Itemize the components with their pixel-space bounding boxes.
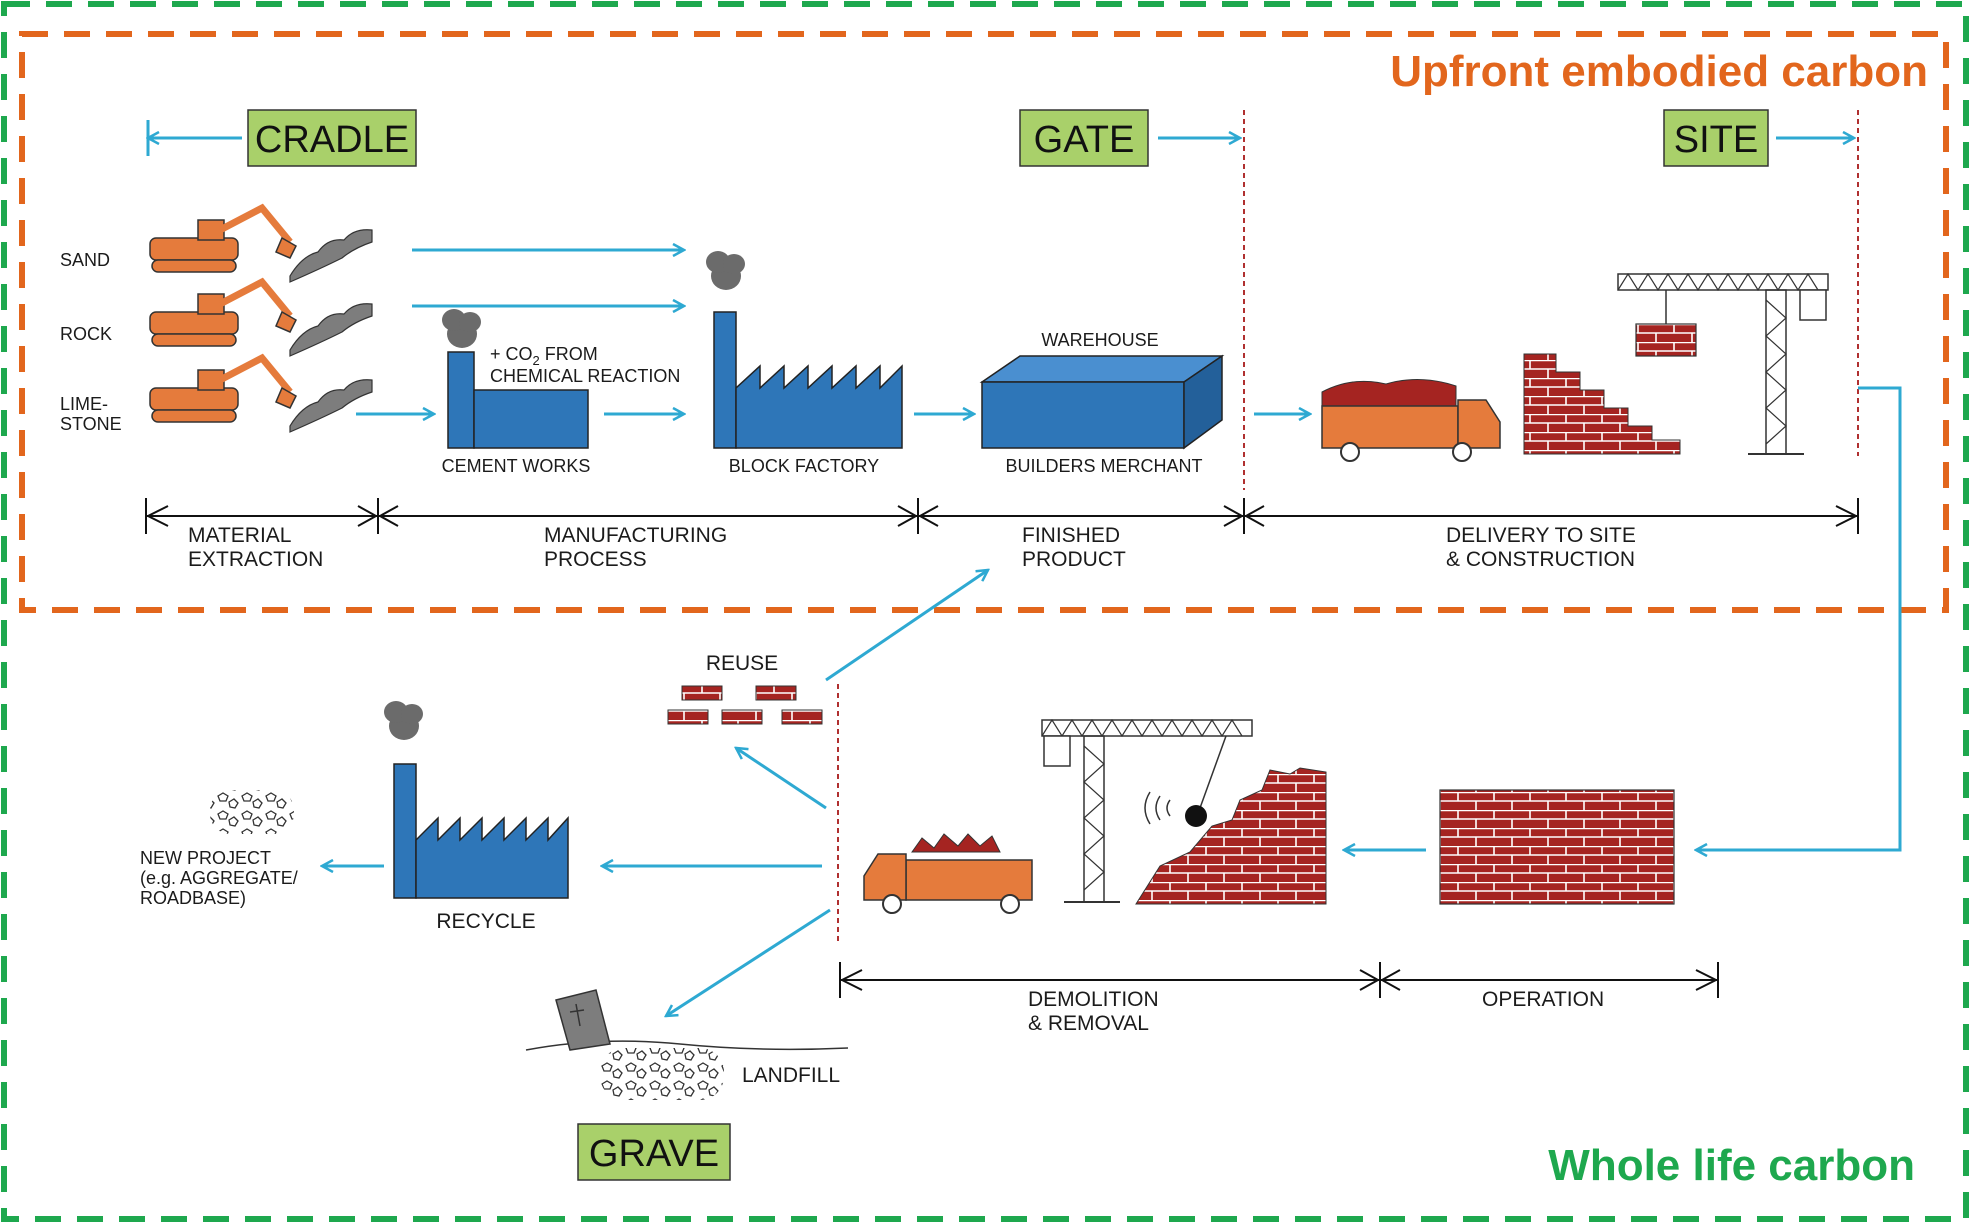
gate-tag: GATE (1019, 109, 1149, 167)
material-limestone-label-2: STONE (60, 414, 122, 434)
upfront-embodied-carbon-border (19, 31, 1949, 613)
cradle-tag-label: CRADLE (255, 119, 409, 161)
builders-merchant-label: BUILDERS MERCHANT (1005, 456, 1202, 476)
cement-works-label: CEMENT WORKS (442, 456, 591, 476)
new-project-label-2: (e.g. AGGREGATE/ (140, 868, 298, 888)
stage-delivery-construction-2: & CONSTRUCTION (1446, 548, 1635, 571)
delivery-truck-icon (1321, 378, 1501, 462)
stage-manufacturing-process-2: PROCESS (544, 548, 647, 571)
site-tag-label: SITE (1674, 119, 1758, 161)
demolished-wall-icon (1135, 767, 1327, 905)
upfront-embodied-carbon-title: Upfront embodied carbon (1390, 47, 1928, 96)
stage-delivery-construction-1: DELIVERY TO SITE (1446, 524, 1636, 547)
arrow-reuse-to-finished-product (825, 570, 988, 682)
stage-material-extraction-1: MATERIAL (188, 524, 291, 547)
brick-wall-construction-icon (1523, 353, 1681, 455)
new-project-label-1: NEW PROJECT (140, 848, 271, 868)
arrow-to-landfill (666, 908, 831, 1016)
warehouse-icon (979, 354, 1225, 450)
grave-tag-label: GRAVE (589, 1133, 719, 1175)
grave-tag: GRAVE (577, 1123, 731, 1181)
co2-note-line1: + CO2 FROM (490, 344, 598, 368)
demolition-crane-icon (1041, 718, 1253, 903)
cement-works-icon (442, 309, 589, 449)
stage-demolition-removal-1: DEMOLITION (1028, 988, 1159, 1011)
stage-demolition-removal-2: & REMOVAL (1028, 1012, 1149, 1035)
stage-material-extraction-2: EXTRACTION (188, 548, 323, 571)
wrecking-ball-icon (1185, 805, 1207, 827)
arrow-site-to-operation (1696, 386, 1902, 850)
excavator-sand (150, 208, 372, 282)
excavator-rock (150, 282, 372, 356)
material-sand-label: SAND (60, 250, 110, 270)
stage-finished-product-2: PRODUCT (1022, 548, 1126, 571)
landfill-icon (525, 989, 849, 1100)
demolition-truck-icon (863, 833, 1033, 914)
excavator-limestone (150, 358, 372, 432)
recycle-label: RECYCLE (436, 910, 535, 933)
gate-tag-label: GATE (1034, 119, 1135, 161)
warehouse-label: WAREHOUSE (1041, 330, 1158, 350)
co2-note-line2: CHEMICAL REACTION (490, 366, 680, 386)
reused-bricks-icon (667, 685, 823, 725)
landfill-label: LANDFILL (742, 1064, 840, 1087)
reuse-label: REUSE (706, 652, 778, 675)
stage-operation: OPERATION (1482, 988, 1604, 1011)
material-rock-label: ROCK (60, 324, 112, 344)
recycling-factory-icon (384, 701, 569, 899)
whole-life-carbon-title: Whole life carbon (1548, 1141, 1915, 1190)
cradle-tag: CRADLE (247, 109, 417, 167)
block-factory-icon (706, 251, 903, 449)
completed-building-wall-icon (1439, 789, 1675, 905)
site-tag: SITE (1663, 109, 1769, 167)
stage-finished-product-1: FINISHED (1022, 524, 1120, 547)
aggregate-pile-icon (210, 790, 294, 834)
arrow-to-reuse (736, 748, 827, 810)
bottom-stage-timeline (839, 962, 1719, 998)
tower-crane-icon (1617, 272, 1829, 455)
material-limestone-label-1: LIME- (60, 394, 108, 414)
new-project-label-3: ROADBASE) (140, 888, 246, 908)
stage-manufacturing-process-1: MANUFACTURING (544, 524, 727, 547)
top-stage-timeline (145, 498, 1859, 534)
block-factory-label: BLOCK FACTORY (729, 456, 879, 476)
